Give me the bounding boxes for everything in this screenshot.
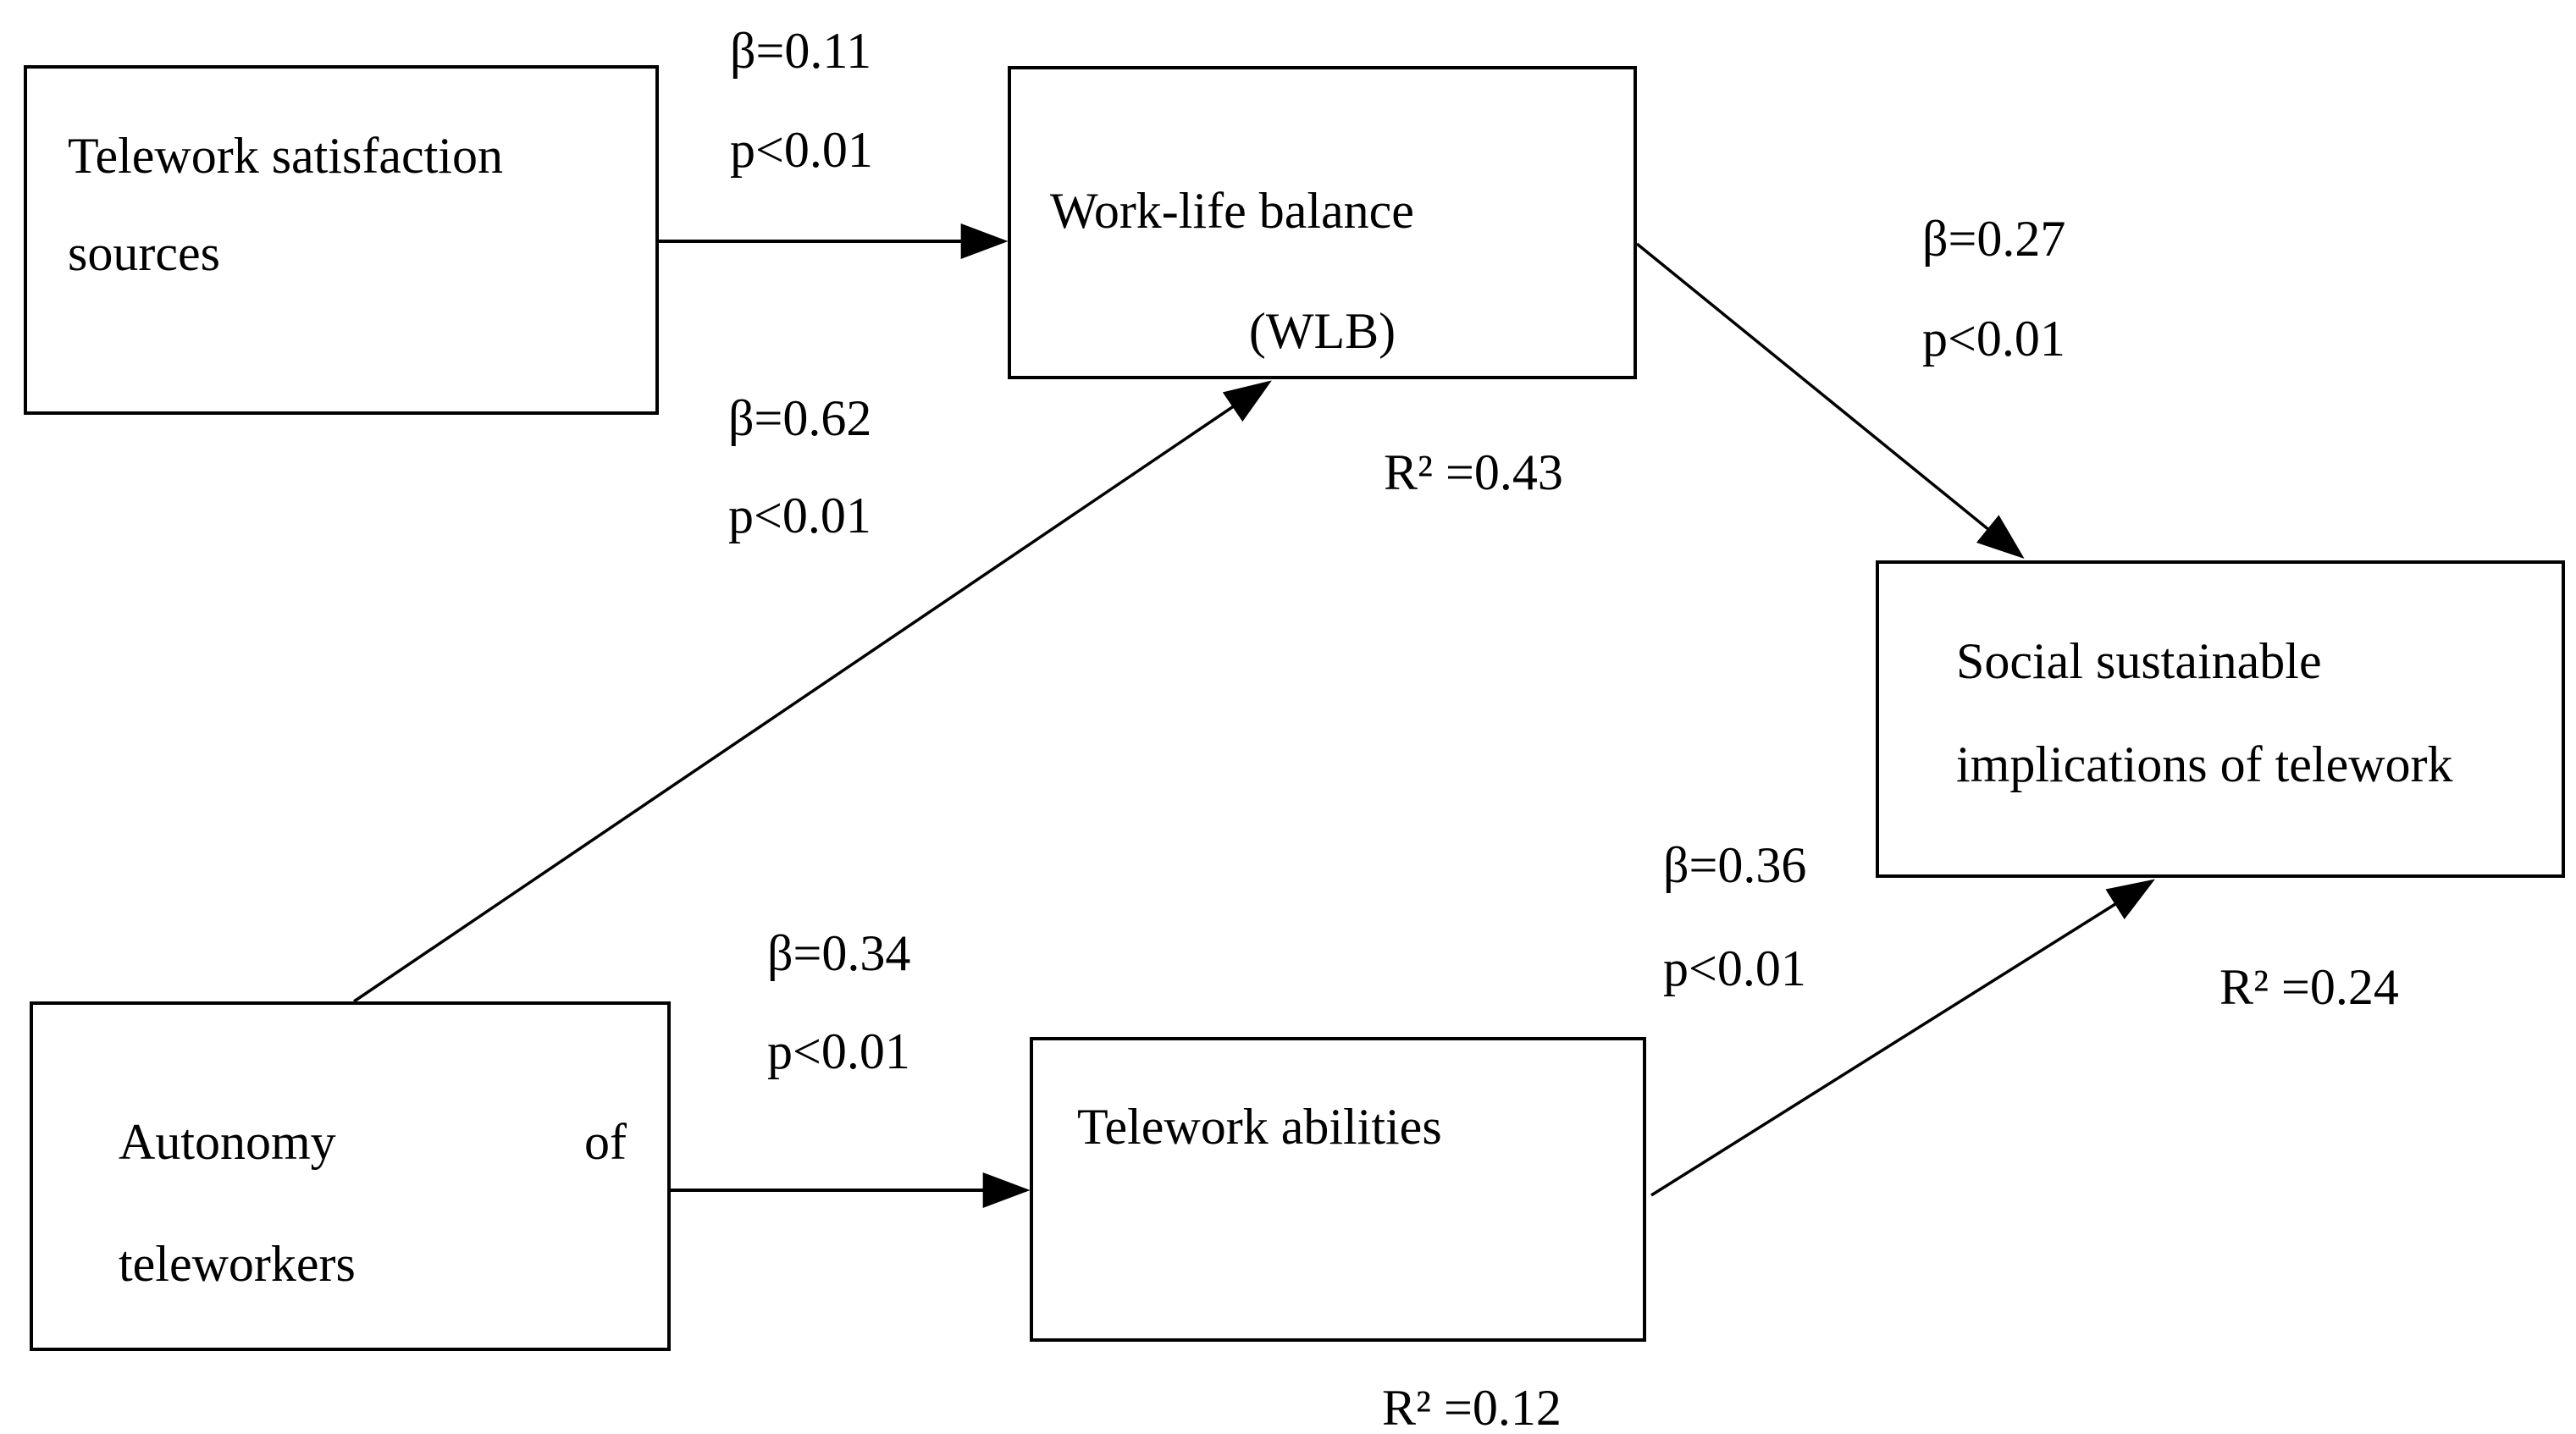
arrow-wlb-to-social xyxy=(1635,242,2025,559)
label-wlb-line1: Work-life balance xyxy=(1050,183,1414,239)
label-beta-autonomy-abilities: β=0.34 xyxy=(767,925,911,981)
node-autonomy-of-teleworkers xyxy=(30,1001,671,1351)
label-p-autonomy-abilities: p<0.01 xyxy=(767,1023,910,1079)
node-work-life-balance xyxy=(1008,66,1637,379)
arrow-abilities-to-social xyxy=(1650,879,2155,1197)
label-autonomy-line2: teleworkers xyxy=(119,1236,356,1292)
label-beta-abilities-social: β=0.36 xyxy=(1663,837,1807,893)
label-telework-satisfaction-line1: Telework satisfaction xyxy=(68,128,503,184)
label-autonomy-word2: of xyxy=(584,1114,627,1170)
label-autonomy-word1: Autonomy xyxy=(119,1114,336,1170)
label-wlb-line2: (WLB) xyxy=(1248,303,1396,359)
label-social-line1: Social sustainable xyxy=(1956,633,2322,689)
label-beta-autonomy-wlb: β=0.62 xyxy=(728,390,872,446)
label-telework-satisfaction-line2: sources xyxy=(68,225,220,281)
label-autonomy-line1: Autonomy of xyxy=(119,1113,627,1172)
label-p-abilities-social: p<0.01 xyxy=(1663,940,1806,996)
label-telework-abilities: Telework abilities xyxy=(1077,1099,1442,1155)
node-telework-abilities xyxy=(1030,1037,1646,1342)
label-beta-satisfaction-wlb: β=0.11 xyxy=(730,23,872,79)
label-r2-wlb: R² =0.43 xyxy=(1384,444,1563,500)
node-telework-satisfaction-sources xyxy=(24,65,659,415)
label-r2-abilities: R² =0.12 xyxy=(1382,1380,1562,1434)
arrow-autonomy-to-wlb xyxy=(353,380,1272,1003)
label-p-autonomy-wlb: p<0.01 xyxy=(728,488,871,543)
node-social-sustainable-implications xyxy=(1876,560,2565,878)
label-beta-wlb-social: β=0.27 xyxy=(1922,211,2066,267)
label-social-line2: implications of telework xyxy=(1956,736,2453,792)
label-p-satisfaction-wlb: p<0.01 xyxy=(730,122,873,178)
label-r2-social: R² =0.24 xyxy=(2219,959,2399,1015)
label-p-wlb-social: p<0.01 xyxy=(1922,311,2065,367)
